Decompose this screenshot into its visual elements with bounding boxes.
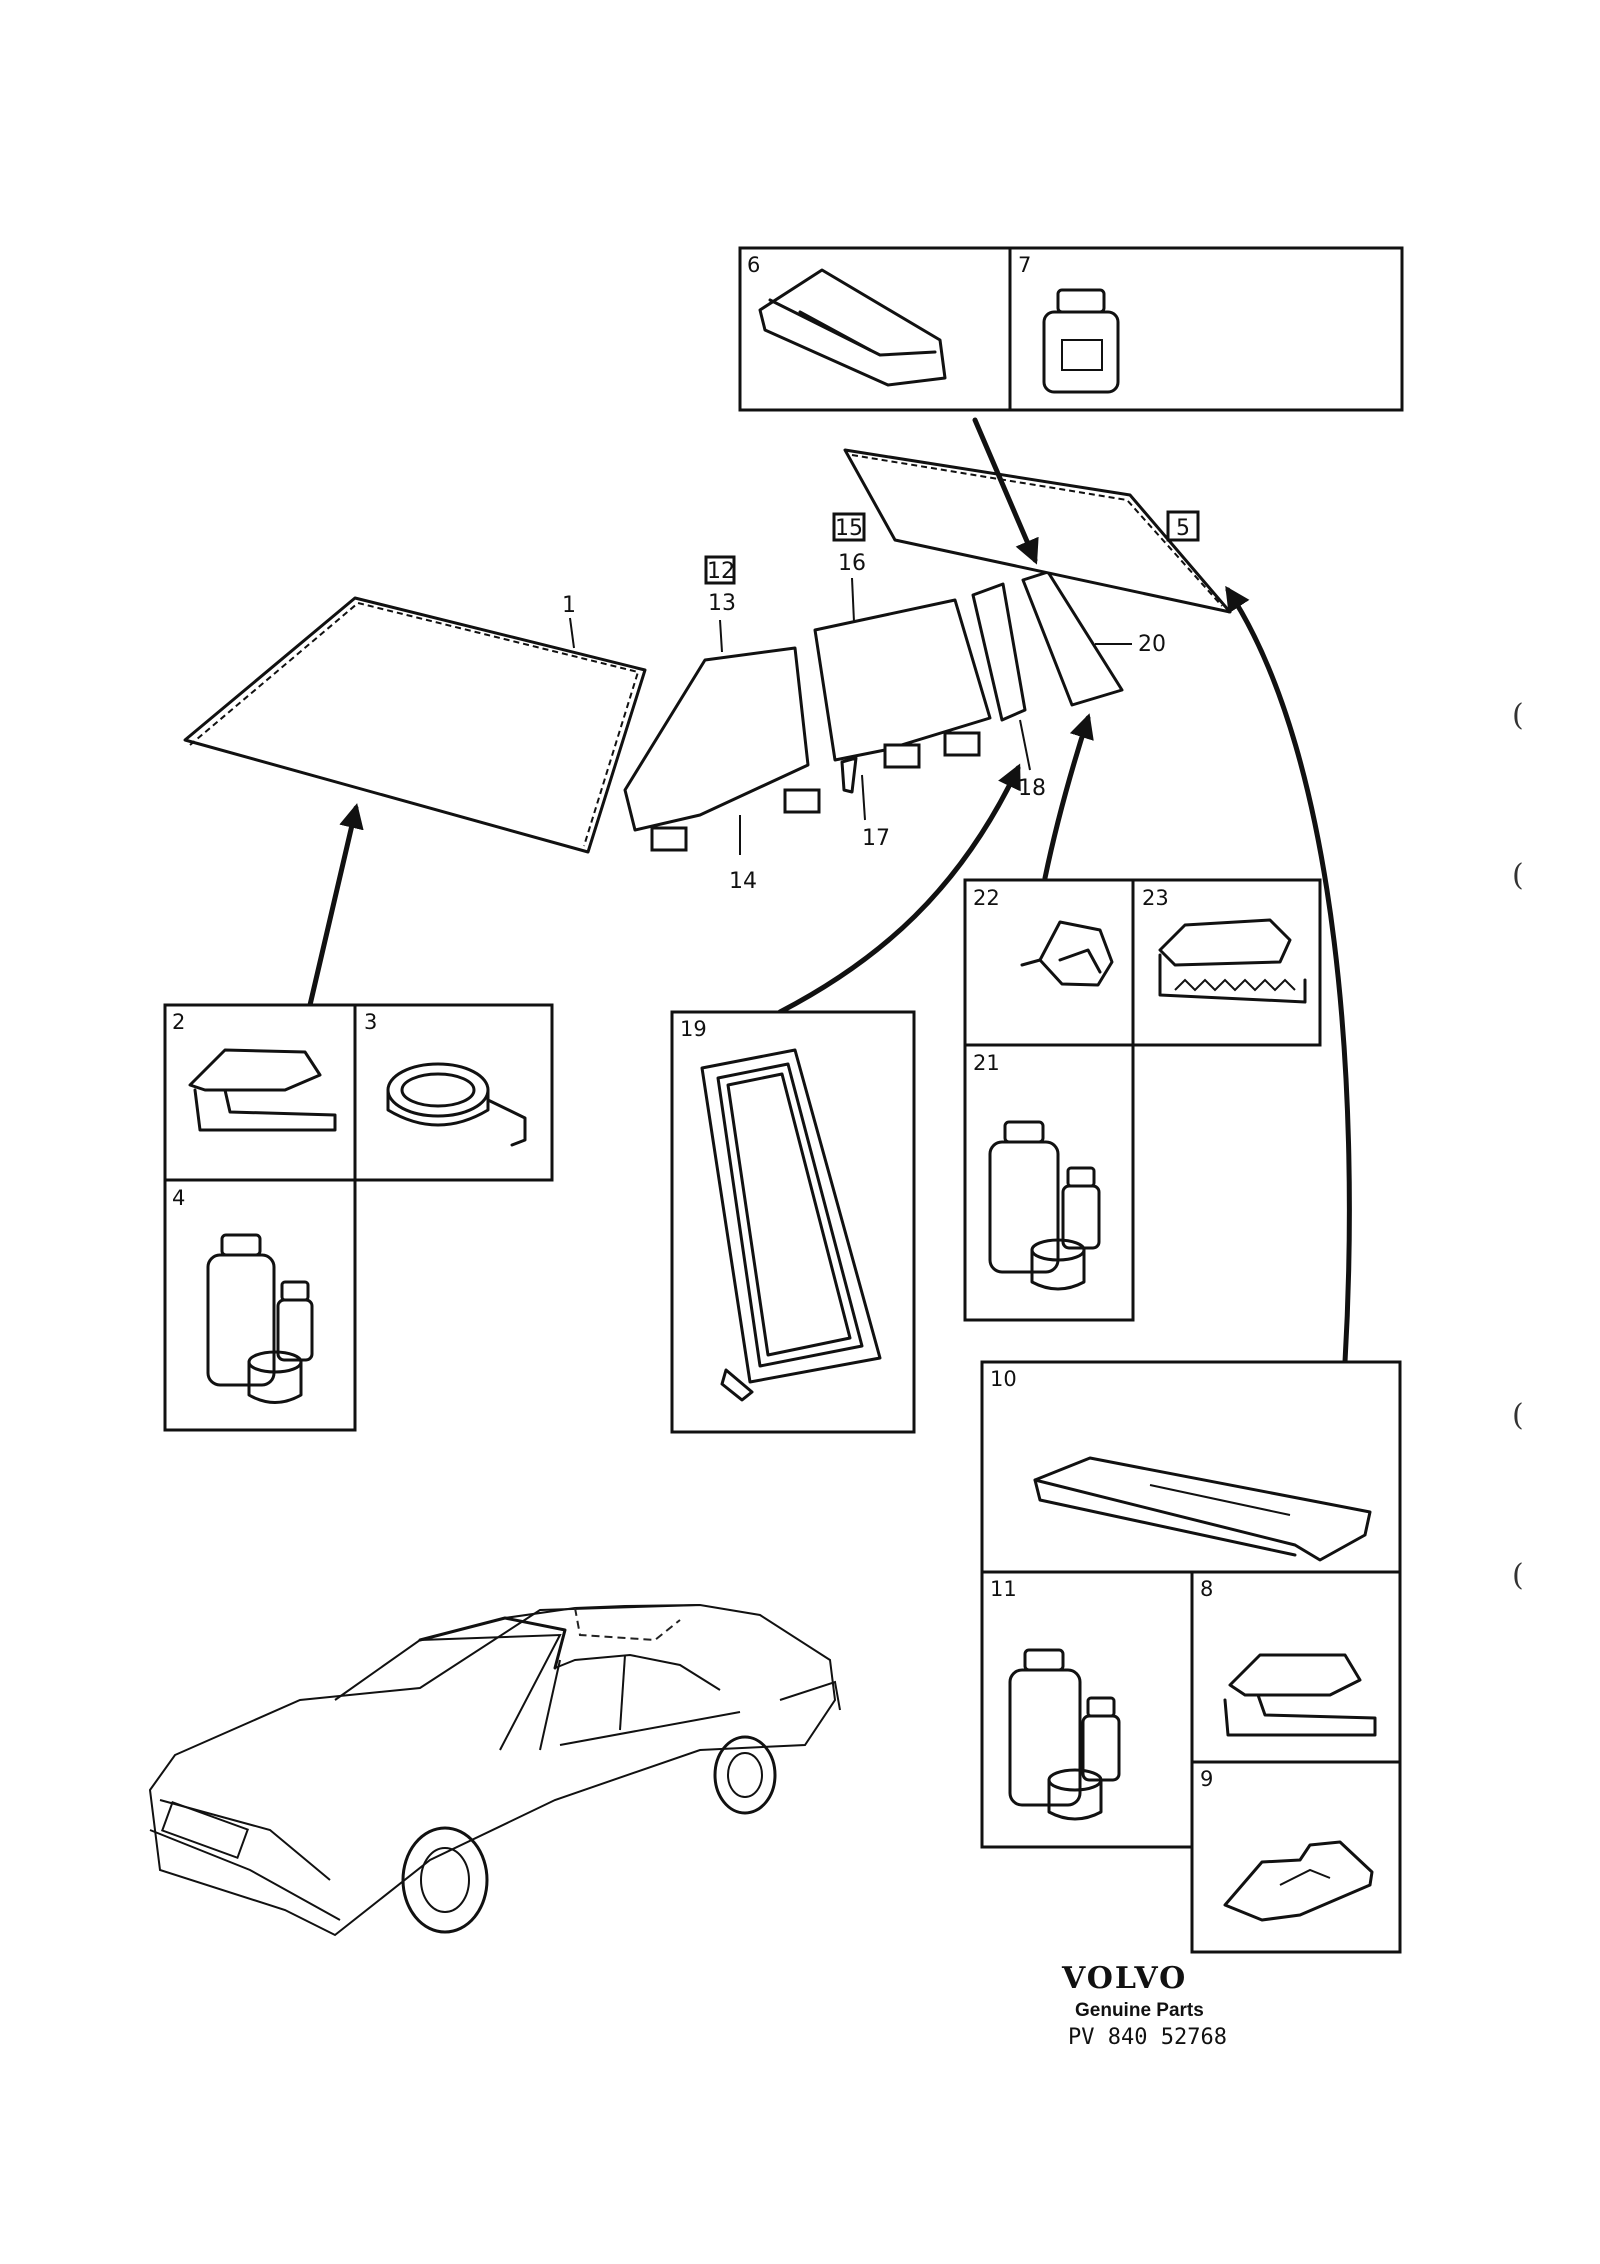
clip-strip-icon bbox=[758, 268, 947, 387]
brand-subtitle: Genuine Parts bbox=[1075, 2000, 1204, 2021]
retaining-clip-icon bbox=[1020, 920, 1114, 987]
windscreen-part-1[interactable] bbox=[183, 596, 647, 854]
window-seal-frame-icon bbox=[700, 1048, 882, 1402]
arrow-from-box-10 bbox=[1225, 585, 1352, 1365]
callout-5: 5 bbox=[1176, 516, 1190, 541]
detail-group-21-22-23 bbox=[963, 878, 1322, 1322]
detail-label-3: 3 bbox=[364, 1010, 377, 1034]
arrow-to-quarter-glass-20 bbox=[1042, 713, 1094, 881]
callout-15-frame bbox=[832, 512, 866, 542]
callout-5-frame bbox=[1166, 510, 1200, 542]
bottle-icon bbox=[1042, 288, 1120, 394]
detail-label-7: 7 bbox=[1018, 253, 1031, 277]
clip-icon bbox=[188, 1048, 337, 1132]
leader-18 bbox=[1019, 719, 1031, 771]
car-illustration bbox=[148, 1603, 841, 1937]
leader-13 bbox=[719, 619, 723, 653]
margin-mark: ( bbox=[1512, 1398, 1524, 1433]
detail-label-4: 4 bbox=[172, 1186, 185, 1210]
callout-20: 20 bbox=[1138, 632, 1166, 657]
detail-label-21: 21 bbox=[973, 1051, 1000, 1075]
tape-roll-icon bbox=[386, 1062, 527, 1147]
detail-label-2: 2 bbox=[172, 1010, 185, 1034]
callout-12-frame bbox=[704, 555, 736, 585]
clip-with-pad-icon bbox=[1158, 918, 1307, 1004]
detail-label-6: 6 bbox=[747, 253, 760, 277]
volvo-logo: VOLVO bbox=[1061, 1961, 1187, 1996]
adhesive-kit-icon bbox=[206, 1233, 314, 1404]
leader-1 bbox=[569, 617, 575, 649]
detail-label-23: 23 bbox=[1142, 886, 1169, 910]
quarter-glass-part-18[interactable] bbox=[971, 582, 1027, 722]
detail-label-8: 8 bbox=[1200, 1577, 1213, 1601]
callout-1: 1 bbox=[562, 593, 576, 618]
detail-group-6-7 bbox=[738, 246, 1404, 412]
clip-icon bbox=[1223, 1653, 1377, 1737]
part-reference: PV 840 52768 bbox=[1068, 2025, 1227, 2050]
adhesive-kit-icon bbox=[988, 1120, 1101, 1291]
detail-label-22: 22 bbox=[973, 886, 1000, 910]
detail-box-19 bbox=[670, 1010, 916, 1434]
arrow-to-windscreen bbox=[307, 803, 364, 1008]
arrow-to-rear-window bbox=[972, 417, 1039, 565]
detail-group-2-3-4 bbox=[163, 1003, 554, 1432]
brand-block: VOLVO Genuine Parts PV 840 52768 bbox=[1061, 1961, 1227, 2050]
callout-15: 15 bbox=[835, 516, 863, 541]
front-door-glass-part-13[interactable] bbox=[623, 646, 821, 852]
callout-18: 18 bbox=[1018, 776, 1046, 801]
callout-12: 12 bbox=[707, 559, 735, 584]
arrow-to-quarter-glass-18 bbox=[777, 763, 1021, 1015]
detail-label-10: 10 bbox=[990, 1367, 1017, 1391]
detail-label-11: 11 bbox=[990, 1577, 1017, 1601]
detail-label-19: 19 bbox=[680, 1017, 707, 1041]
quarter-glass-part-20[interactable] bbox=[1021, 570, 1124, 707]
rear-door-glass-part-16[interactable] bbox=[813, 598, 992, 794]
adhesive-kit-icon bbox=[1008, 1648, 1121, 1821]
margin-mark: ( bbox=[1512, 698, 1524, 733]
margin-mark: ( bbox=[1512, 1558, 1524, 1593]
trim-moulding-icon bbox=[1033, 1456, 1372, 1562]
leader-16 bbox=[851, 577, 855, 623]
detail-label-9: 9 bbox=[1200, 1767, 1213, 1791]
callout-14: 14 bbox=[729, 869, 757, 894]
callout-17: 17 bbox=[862, 826, 890, 851]
leader-17 bbox=[861, 774, 866, 821]
callout-13: 13 bbox=[708, 591, 736, 616]
callout-16: 16 bbox=[838, 551, 866, 576]
margin-mark: ( bbox=[1512, 858, 1524, 893]
detail-group-8-9-10-11 bbox=[980, 1360, 1402, 1954]
bracket-clip-icon bbox=[1223, 1840, 1374, 1922]
